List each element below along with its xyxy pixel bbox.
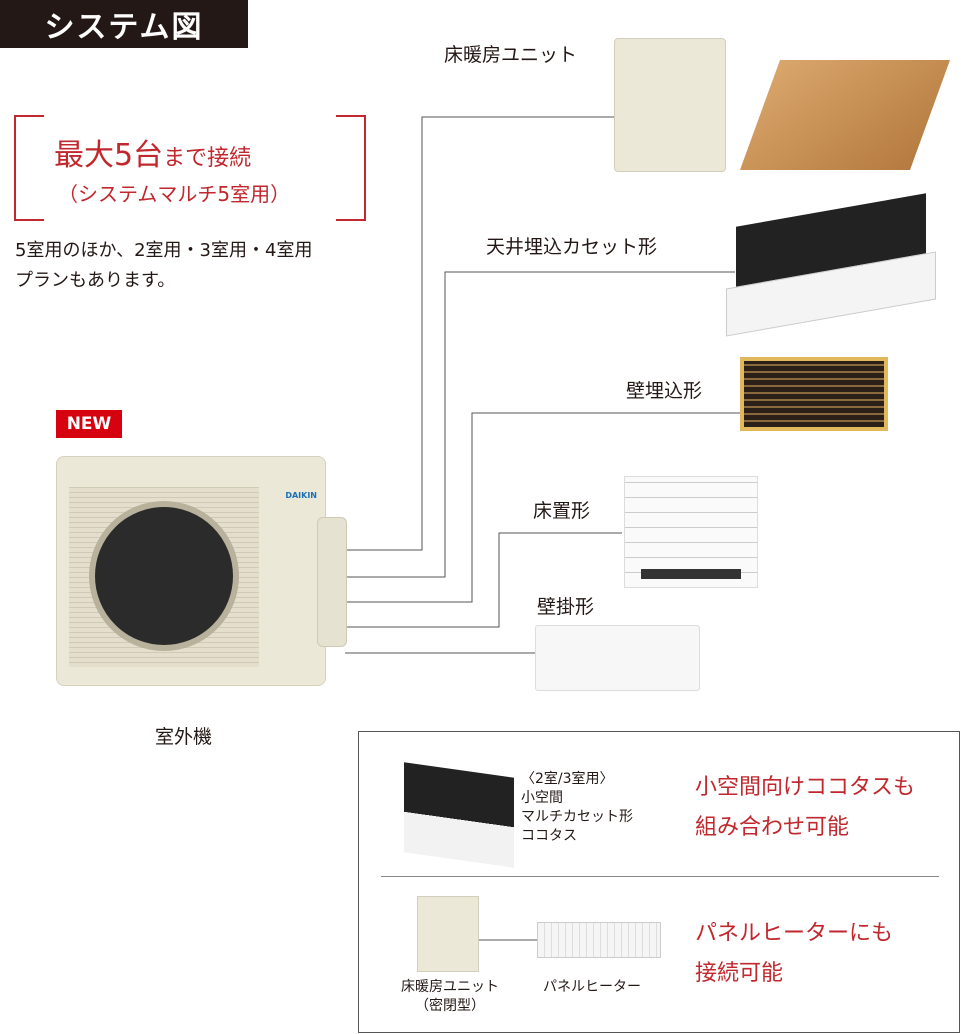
floor-heating-label: 床暖房ユニット — [444, 44, 578, 66]
panel-note: パネルヒーターにも接続可能 — [695, 921, 894, 986]
options-box: 〈2室/3室用〉小空間マルチカセット形ココタス 小空間向けココタスも組み合わせ可… — [358, 731, 960, 1033]
headline-bracket — [14, 115, 366, 221]
floor-heating-sealed-label: 床暖房ユニット（密閉型） — [401, 979, 499, 1014]
cocotas-image — [404, 762, 514, 868]
floor-heating-sealed-image — [417, 896, 479, 972]
panel-heater-image — [537, 922, 661, 958]
headline-main: 最大5台 — [54, 138, 164, 173]
wall-mounted-unit-image — [535, 625, 700, 691]
wall-mounted-label: 壁掛形 — [537, 596, 595, 618]
cocotas-text: 〈2室/3室用〉小空間マルチカセット形ココタス — [521, 771, 633, 844]
headline-suffix: まで接続 — [163, 146, 252, 171]
floor-standing-unit-image — [624, 476, 758, 588]
cocotas-note: 小空間向けココタスも組み合わせ可能 — [695, 775, 916, 840]
headline-sub: （システムマルチ5室用） — [58, 182, 291, 206]
headline: 最大5台まで接続 — [54, 130, 251, 174]
new-badge: NEW — [56, 410, 122, 438]
wall-embedded-label: 壁埋込形 — [626, 380, 703, 402]
floor-standing-label: 床置形 — [533, 500, 591, 522]
page-title: システム図 — [0, 0, 248, 48]
divider — [381, 876, 939, 877]
wall-embedded-unit-image — [740, 357, 888, 431]
panel-heater-label: パネルヒーター — [543, 979, 641, 995]
outdoor-unit-label: 室外機 — [155, 726, 213, 748]
cassette-label: 天井埋込カセット形 — [486, 236, 658, 258]
floor-heating-unit-image — [614, 38, 726, 172]
daikin-logo: DAIKIN — [285, 491, 317, 500]
description: 5室用のほか、2室用・3室用・4室用プランもあります。 — [15, 240, 313, 291]
outdoor-unit-image: DAIKIN — [56, 456, 347, 686]
